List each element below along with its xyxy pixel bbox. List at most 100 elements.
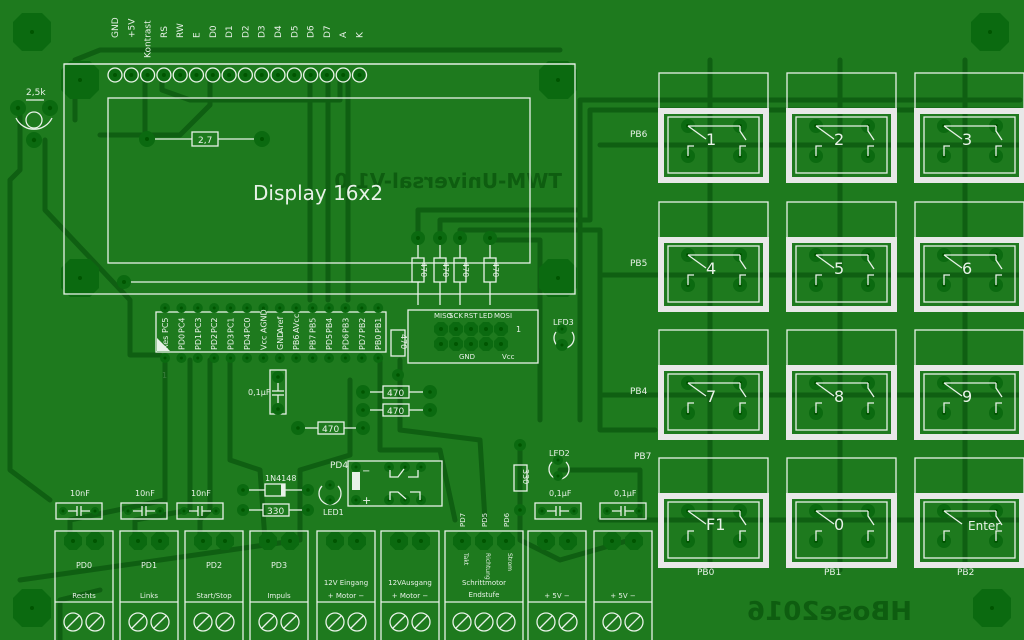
svg-text:LED1: LED1 bbox=[323, 508, 344, 517]
svg-text:2,7: 2,7 bbox=[198, 136, 212, 146]
terminal-pin bbox=[475, 532, 493, 550]
relay-pin bbox=[384, 495, 394, 505]
mounting-hole bbox=[13, 589, 51, 627]
terminal-pin bbox=[86, 532, 104, 550]
keypad-key-4[interactable]: 4 bbox=[658, 201, 769, 312]
screw-icon[interactable] bbox=[624, 612, 644, 632]
mcu-pin bbox=[340, 303, 351, 313]
screw-icon[interactable] bbox=[389, 612, 409, 632]
isp-pin bbox=[449, 337, 463, 351]
screw-icon[interactable] bbox=[215, 612, 235, 632]
isp-pin-label: MISO bbox=[434, 312, 453, 320]
keypad-key-label: 3 bbox=[962, 130, 972, 149]
screw-icon[interactable] bbox=[452, 612, 472, 632]
isp-pin bbox=[494, 337, 508, 351]
terminal-signal: 12V Eingang bbox=[324, 579, 368, 587]
terminal-pin bbox=[348, 532, 366, 550]
mcu-pin-label: Aref bbox=[276, 316, 285, 333]
keypad-row-label: PB5 bbox=[630, 259, 647, 269]
screw-icon[interactable] bbox=[602, 612, 622, 632]
screw-icon[interactable] bbox=[128, 612, 148, 632]
keypad-key-7[interactable]: 7 bbox=[658, 329, 769, 440]
screw-icon[interactable] bbox=[280, 612, 300, 632]
resistor-pad bbox=[433, 231, 447, 245]
mcu-pin-label: PC2 bbox=[210, 318, 219, 334]
mcu-pin bbox=[225, 353, 236, 363]
terminal-signal: 12VAusgang bbox=[388, 579, 432, 587]
mcu-pin-label: PC3 bbox=[194, 318, 203, 334]
mcu-pin-label: PD1 bbox=[194, 334, 203, 350]
screw-icon[interactable] bbox=[258, 612, 278, 632]
terminal-pin bbox=[326, 532, 344, 550]
mounting-hole bbox=[61, 259, 99, 297]
keypad-key-3[interactable]: 3 bbox=[914, 72, 1024, 183]
resistor-value: 470 bbox=[419, 262, 428, 277]
capacitor-pad bbox=[91, 507, 99, 515]
screw-icon[interactable] bbox=[193, 612, 213, 632]
screw-terminal: + 5V − bbox=[593, 530, 653, 640]
keypad-key-2[interactable]: 2 bbox=[786, 72, 897, 183]
led-resistor: 470 bbox=[411, 231, 428, 305]
potentiometer: 2,5k bbox=[10, 88, 58, 148]
screw-icon[interactable] bbox=[63, 612, 83, 632]
resistor-value: 470 bbox=[461, 262, 470, 277]
terminal-pin bbox=[281, 532, 299, 550]
keypad-key-label: 6 bbox=[962, 259, 972, 278]
mcu-pin-label: PD5 bbox=[325, 334, 334, 350]
capacitor-pad bbox=[156, 507, 164, 515]
screw-icon[interactable] bbox=[474, 612, 494, 632]
keypad-key-9[interactable]: 9 bbox=[914, 329, 1024, 440]
diode-1n4148: 1N4148 bbox=[237, 474, 314, 497]
capacitor-pad bbox=[124, 507, 132, 515]
terminal-signal: PD1 bbox=[141, 561, 157, 570]
terminal-name: + 5V − bbox=[544, 592, 570, 600]
resistor-value: 470 bbox=[441, 262, 450, 277]
capacitor-pad bbox=[603, 507, 611, 515]
isp-pin bbox=[479, 337, 493, 351]
relay: PD4 − + bbox=[330, 460, 443, 507]
mcu-pin-label: PC4 bbox=[177, 318, 186, 334]
keypad-key-f1[interactable]: F1 bbox=[658, 457, 769, 568]
screw-icon[interactable] bbox=[496, 612, 516, 632]
lcd-pin bbox=[254, 67, 270, 83]
keypad-key-0[interactable]: 0 bbox=[786, 457, 897, 568]
keypad-key-8[interactable]: 8 bbox=[786, 329, 897, 440]
screw-terminal: 12VAusgang+ Motor − bbox=[380, 530, 440, 640]
capacitor-10nf: 10nF bbox=[120, 489, 168, 520]
screw-icon[interactable] bbox=[558, 612, 578, 632]
lcd-pin-label: D6 bbox=[307, 25, 317, 38]
screw-icon[interactable] bbox=[325, 612, 345, 632]
mounting-hole bbox=[539, 259, 577, 297]
svg-text:−: − bbox=[362, 466, 370, 477]
mounting-hole bbox=[973, 589, 1011, 627]
mcu-outline bbox=[155, 311, 387, 353]
screw-icon[interactable] bbox=[411, 612, 431, 632]
keypad-key-5[interactable]: 5 bbox=[786, 201, 897, 312]
terminal-signal: PD0 bbox=[76, 561, 92, 570]
lcd-pin bbox=[107, 67, 123, 83]
screw-icon[interactable] bbox=[85, 612, 105, 632]
mcu-pin bbox=[258, 353, 269, 363]
terminal-pin bbox=[497, 532, 515, 550]
mcu-pin bbox=[307, 353, 318, 363]
terminal-pin-name: Richtung bbox=[484, 553, 491, 580]
capacitor-pad bbox=[180, 507, 188, 515]
lcd-pin bbox=[188, 67, 205, 83]
led-resistor: 470 bbox=[433, 231, 450, 305]
keypad-key-label: Enter bbox=[968, 519, 1000, 533]
isp-pin bbox=[434, 337, 448, 351]
screw-icon[interactable] bbox=[347, 612, 367, 632]
mcu-pin-label: PD2 bbox=[210, 334, 219, 350]
lcd-pin bbox=[270, 67, 286, 83]
screw-terminal: + 5V − bbox=[527, 530, 587, 640]
keypad-col-label: PB2 bbox=[957, 568, 974, 578]
mirrored-board-name: TWM-Universal-V1.0 bbox=[334, 169, 562, 193]
keypad-key-enter[interactable]: Enter bbox=[914, 457, 1024, 568]
screw-icon[interactable] bbox=[150, 612, 170, 632]
keypad-key-6[interactable]: 6 bbox=[914, 201, 1024, 312]
svg-text:330: 330 bbox=[521, 469, 530, 484]
screw-icon[interactable] bbox=[536, 612, 556, 632]
keypad-key-1[interactable]: 1 bbox=[658, 72, 769, 183]
